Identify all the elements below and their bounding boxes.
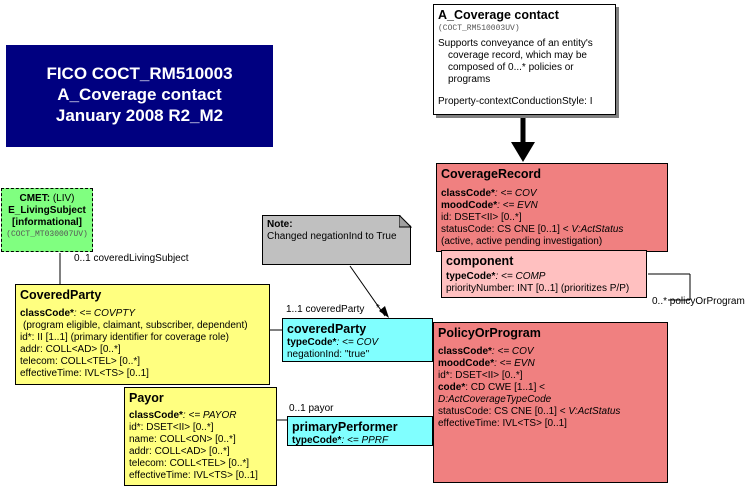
note-folded-corner bbox=[399, 215, 412, 228]
entry-property: Property-contextConductionStyle: I bbox=[438, 96, 593, 107]
entry-desc-line: composed of 0...* policies or bbox=[448, 62, 574, 73]
mood-code-value: : <= EVN bbox=[497, 200, 538, 211]
type-code-label: typeCode* bbox=[446, 271, 496, 282]
class-code-value: : <= COVPTY bbox=[73, 308, 136, 319]
covered-party-multiplicity: 1..1 coveredParty bbox=[286, 304, 365, 315]
class-code-value: : <= COV bbox=[491, 346, 534, 357]
class-code-note: (program eligible, claimant, subscriber,… bbox=[23, 320, 248, 331]
payor-multiplicity: 0..1 payor bbox=[289, 403, 334, 414]
negation-ind: negationInd: "true" bbox=[287, 349, 370, 360]
policy-or-program-class[interactable]: PolicyOrProgram classCode*: <= COV moodC… bbox=[433, 322, 668, 483]
code-domain: D:ActCoverageTypeCode bbox=[438, 394, 552, 405]
addr-attr: addr: COLL<AD> [0..*] bbox=[129, 446, 230, 457]
cmet-label-suffix: (LIV) bbox=[50, 193, 75, 204]
effective-time: effectiveTime: IVL<TS> [0..1] bbox=[129, 470, 258, 481]
cmet-kind: [informational] bbox=[12, 217, 82, 228]
class-code-label: classCode* bbox=[441, 188, 495, 199]
type-code-label: typeCode* bbox=[287, 337, 337, 348]
coverage-record-class[interactable]: CoverageRecord classCode*: <= COV moodCo… bbox=[436, 163, 668, 252]
type-code-label: typeCode* bbox=[292, 435, 342, 446]
policy-id: id*: DSET<II> [0..*] bbox=[438, 370, 523, 381]
status-code-domain: V:ActStatus bbox=[571, 224, 624, 235]
cmet-name: E_LivingSubject bbox=[8, 205, 86, 216]
entry-desc-line: coverage record, which may be bbox=[448, 50, 587, 61]
entry-desc-line: programs bbox=[448, 74, 491, 85]
status-note: (active, active pending investigation) bbox=[441, 236, 603, 247]
type-code-value: : <= PPRF bbox=[341, 435, 389, 446]
telecom-attr: telecom: COLL<TEL> [0..*] bbox=[129, 458, 250, 469]
class-code-label: classCode* bbox=[438, 346, 492, 357]
covered-party-role-class[interactable]: CoveredParty classCode*: <= COVPTY (prog… bbox=[15, 284, 270, 385]
payor-id: id*: DSET<II> [0..*] bbox=[129, 422, 214, 433]
payor-role-class[interactable]: Payor classCode*: <= PAYOR id*: DSET<II>… bbox=[124, 387, 277, 486]
policy-name: PolicyOrProgram bbox=[438, 326, 541, 340]
note-heading: Note: bbox=[267, 219, 293, 230]
title-line-1: FICO COCT_RM510003 bbox=[46, 64, 233, 83]
class-code-value: : <= PAYOR bbox=[182, 410, 237, 421]
mood-code-label: moodCode* bbox=[441, 200, 498, 211]
covered-party-participation[interactable]: coveredParty typeCode*: <= COV negationI… bbox=[282, 318, 433, 362]
entry-point-box[interactable]: A_Coverage contact (COCT_RM510003UV) Sup… bbox=[433, 4, 616, 115]
primary-performer-name: primaryPerformer bbox=[292, 420, 398, 434]
covered-party-id: id*: II [1..1] (primary identifier for c… bbox=[20, 332, 229, 343]
priority-number: priorityNumber: INT [0..1] (prioritizes … bbox=[446, 283, 630, 294]
payor-name: Payor bbox=[129, 391, 164, 405]
type-code-value: : <= COMP bbox=[495, 271, 546, 282]
status-code-domain: V:ActStatus bbox=[568, 406, 621, 417]
cmet-living-subject[interactable]: CMET: (LIV) E_LivingSubject [information… bbox=[1, 188, 93, 252]
covered-living-subject-label: 0..1 coveredLivingSubject bbox=[74, 253, 189, 264]
class-code-label: classCode* bbox=[129, 410, 183, 421]
diagram-title-block: FICO COCT_RM510003 A_Coverage contact Ja… bbox=[6, 45, 273, 147]
code-label: code* bbox=[438, 382, 466, 393]
mood-code-value: : <= EVN bbox=[494, 358, 535, 369]
coverage-record-id: id: DSET<II> [0..*] bbox=[441, 212, 522, 223]
cmet-code: (COCT_MT030007UV) bbox=[6, 230, 88, 239]
status-code-attr: statusCode: CS CNE [0..1] < bbox=[441, 224, 572, 235]
entry-name: A_Coverage contact bbox=[438, 8, 559, 22]
component-name: component bbox=[446, 254, 514, 268]
name-attr: name: COLL<ON> [0..*] bbox=[129, 434, 236, 445]
component-act-relationship[interactable]: component typeCode*: <= COMP priorityNum… bbox=[441, 250, 647, 298]
entry-code: (COCT_RM510003UV) bbox=[438, 24, 520, 33]
covered-party-name: CoveredParty bbox=[20, 288, 102, 302]
type-code-value: : <= COV bbox=[336, 337, 379, 348]
status-code-attr: statusCode: CS CNE [0..1] < bbox=[438, 406, 569, 417]
addr-attr: addr: COLL<AD> [0..*] bbox=[20, 344, 121, 355]
covered-party-star: * bbox=[376, 303, 380, 314]
class-code-label: classCode* bbox=[20, 308, 74, 319]
title-line-2: A_Coverage contact bbox=[57, 85, 222, 104]
covered-party-assoc-name: coveredParty bbox=[287, 322, 367, 336]
note-pointer-line bbox=[349, 265, 386, 317]
note-box: Note: Changed negationInd to True bbox=[262, 215, 411, 265]
effective-time: effectiveTime: IVL<TS> [0..1] bbox=[438, 418, 567, 429]
primary-performer-participation[interactable]: primaryPerformer typeCode*: <= PPRF bbox=[287, 416, 433, 446]
note-text: Changed negationInd to True bbox=[267, 231, 397, 242]
coverage-record-name: CoverageRecord bbox=[441, 167, 542, 181]
effective-time: effectiveTime: IVL<TS> [0..1] bbox=[20, 368, 149, 379]
mood-code-label: moodCode* bbox=[438, 358, 495, 369]
cmet-label: CMET: bbox=[19, 193, 51, 204]
code-value: : CD CWE [1..1] < bbox=[465, 382, 545, 393]
entry-arrow-head bbox=[511, 142, 535, 162]
entry-desc-line: Supports conveyance of an entity's bbox=[438, 38, 593, 49]
title-line-3: January 2008 R2_M2 bbox=[55, 106, 224, 125]
note-pointer-head bbox=[379, 306, 389, 318]
telecom-attr: telecom: COLL<TEL> [0..*] bbox=[20, 356, 141, 367]
policy-or-program-label: 0..* policyOrProgram bbox=[652, 296, 745, 307]
class-code-value: : <= COV bbox=[494, 188, 537, 199]
